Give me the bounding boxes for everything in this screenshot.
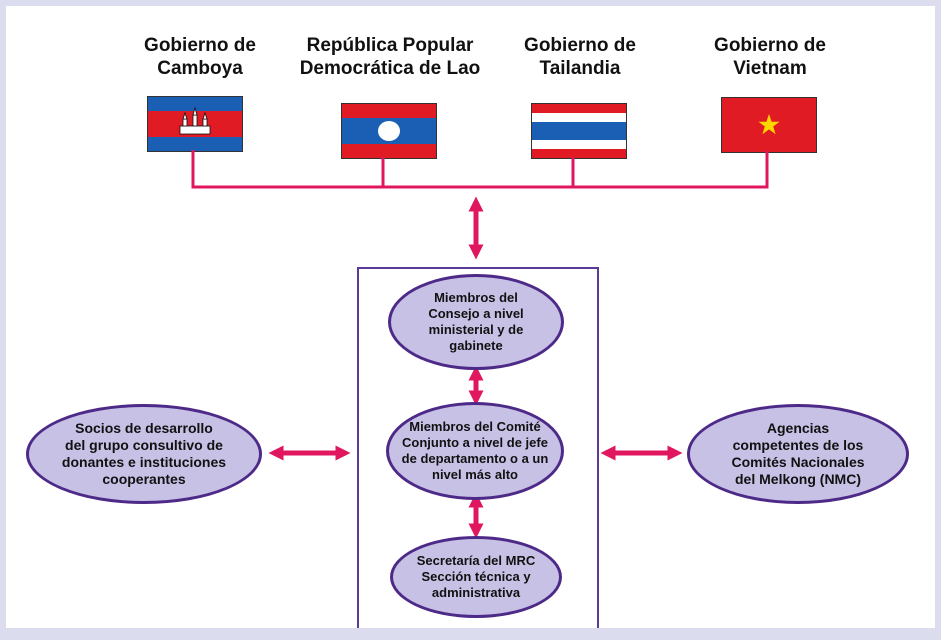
laos-flag-graphic bbox=[342, 104, 436, 158]
gov-title-cambodia: Gobierno de Camboya bbox=[144, 35, 256, 79]
development-partners-label: Socios de desarrollo del grupo consultiv… bbox=[61, 420, 227, 487]
gov-title-vietnam: Gobierno de Vietnam bbox=[714, 35, 826, 79]
secretariat-node: Secretaría del MRC Sección técnica y adm… bbox=[390, 536, 562, 618]
nmc-agencies-label: Agencias competentes de los Comités Naci… bbox=[731, 420, 865, 487]
vietnam-flag-graphic bbox=[722, 98, 816, 152]
development-partners-node: Socios de desarrollo del grupo consultiv… bbox=[26, 404, 262, 504]
council-label: Miembros del Consejo a nivel ministerial… bbox=[428, 290, 524, 353]
joint-committee-node: Miembros del Comité Conjunto a nivel de … bbox=[386, 402, 564, 500]
star-icon bbox=[758, 114, 780, 135]
diagram-canvas: Gobierno de Camboya República Popular De… bbox=[6, 6, 935, 628]
council-node: Miembros del Consejo a nivel ministerial… bbox=[388, 274, 564, 370]
connector-lines bbox=[191, 150, 769, 539]
nmc-agencies-node: Agencias competentes de los Comités Naci… bbox=[687, 404, 909, 504]
secretariat-label: Secretaría del MRC Sección técnica y adm… bbox=[416, 553, 536, 600]
thailand-flag bbox=[531, 103, 627, 159]
joint-committee-label: Miembros del Comité Conjunto a nivel de … bbox=[401, 419, 549, 482]
gov-title-laos: República Popular Democrática de Lao bbox=[299, 35, 481, 79]
vietnam-flag bbox=[721, 97, 817, 153]
mrc-structure-box bbox=[357, 267, 599, 628]
thailand-flag-graphic bbox=[532, 104, 626, 158]
cambodia-flag bbox=[147, 96, 243, 152]
laos-flag bbox=[341, 103, 437, 159]
gov-title-thailand: Gobierno de Tailandia bbox=[524, 35, 636, 79]
cambodia-flag-graphic bbox=[148, 97, 242, 151]
